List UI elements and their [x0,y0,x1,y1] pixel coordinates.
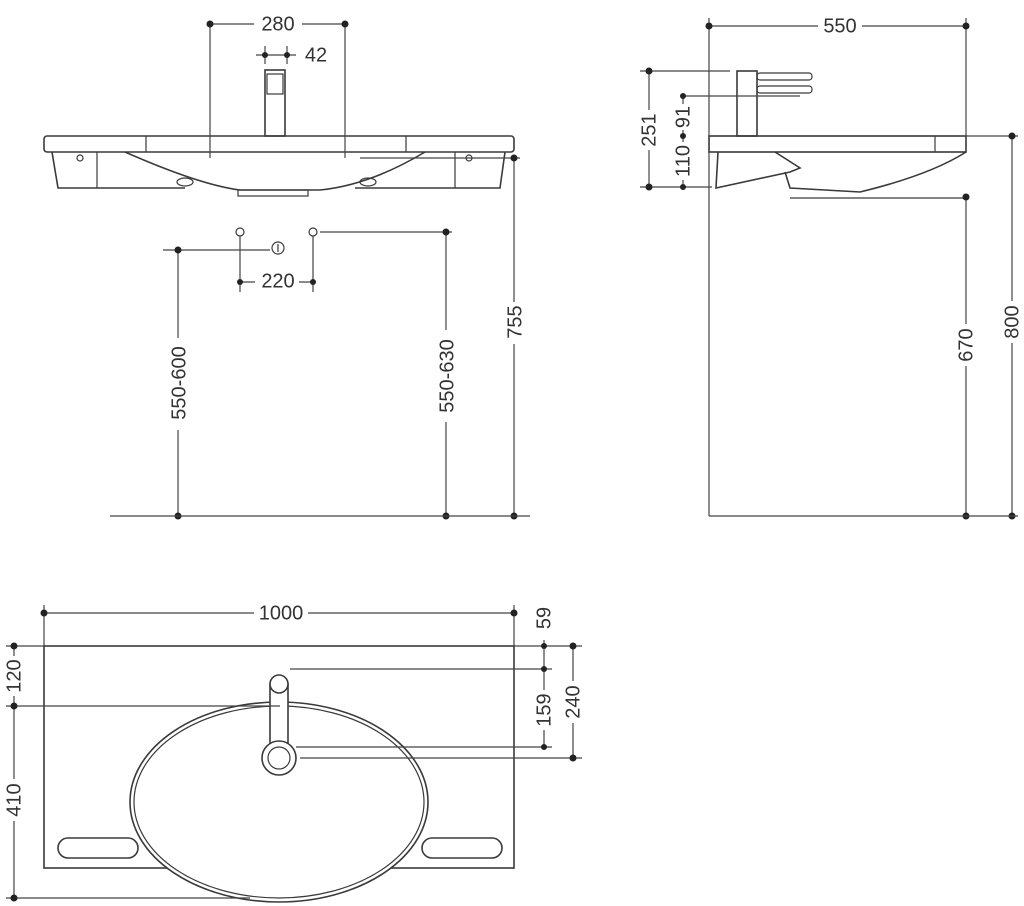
dim-label-1000: 1000 [259,602,304,624]
dim-label-42: 42 [305,44,327,66]
faucet-top [261,674,297,776]
faucet-side [736,70,813,137]
dimension-tap-axis: 240 [300,642,584,762]
dim-label-110: 110 [672,145,694,177]
supply-connections: 220 [235,227,318,293]
dim-label-280: 280 [261,13,294,35]
dim-label-120: 120 [3,659,25,692]
dimension-depth: 550 [705,15,970,516]
dimension-left-depths: 120 410 [3,642,280,902]
faucet-front [264,69,286,137]
dim-label-240: 240 [562,685,584,718]
dimension-tap-spacing: 280 [206,13,349,158]
dimension-spout-and-slab: 91 110 [672,93,800,190]
dimension-underside-height: 670 [955,193,977,520]
supply-hole-right [308,227,318,237]
dim-label-91: 91 [672,106,694,128]
dim-label-220: 220 [261,270,294,292]
washbasin-front-outline [43,135,515,197]
top-view: 1000 59 159 240 [3,602,584,903]
dimension-rim-height: 755 [360,154,526,520]
dimension-supply-height: 550-630 [320,228,458,520]
side-view: 550 251 91 110 670 [638,15,1023,520]
dimension-spout-reach: 59 159 [290,607,555,750]
front-view: 280 42 220 550-600 [43,13,530,520]
drain-symbol-icon [271,241,285,255]
washbasin-side-outline [708,135,967,199]
dim-label-159: 159 [533,693,555,726]
supply-hole-left [235,227,245,237]
grip-slot-left [57,837,139,859]
dim-label-550-600: 550-600 [168,346,190,419]
dim-label-550: 550 [823,15,856,37]
dim-label-670: 670 [955,328,977,361]
dim-label-59: 59 [533,607,555,629]
dim-label-550-630: 550-630 [436,339,458,412]
dimension-width: 1000 [40,602,518,646]
dim-label-251: 251 [638,113,660,146]
dimension-tap-height: 251 [638,67,730,191]
dim-label-410: 410 [3,783,25,816]
dim-label-755: 755 [504,305,526,338]
grip-slot-right [421,837,503,859]
dimension-tap-width: 42 [256,44,327,66]
dimension-total-height: 800 [966,132,1023,520]
dim-label-800: 800 [1001,305,1023,338]
dimension-drain-height: 550-600 [163,246,270,520]
